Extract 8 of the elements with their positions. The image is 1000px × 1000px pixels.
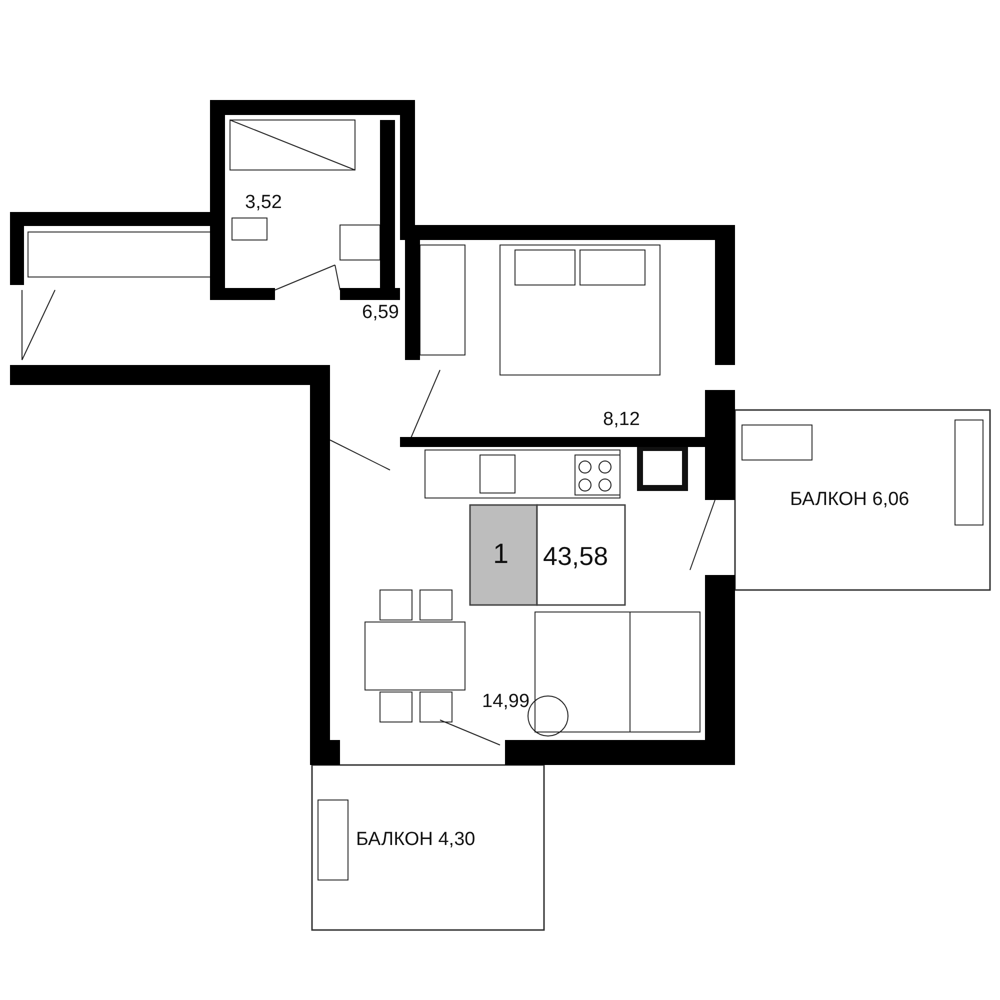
room-area-label: 6,59 [362, 303, 399, 322]
total-area-label: 43,58 [543, 543, 608, 569]
apartment-number: 1 [493, 540, 509, 568]
room-area-label: 8,12 [603, 410, 640, 429]
balcony-label: БАЛКОН 4,30 [356, 830, 476, 849]
balcony-label: БАЛКОН 6,06 [790, 490, 910, 509]
room-area-label: 14,99 [482, 692, 530, 711]
room-area-label: 3,52 [245, 193, 282, 212]
